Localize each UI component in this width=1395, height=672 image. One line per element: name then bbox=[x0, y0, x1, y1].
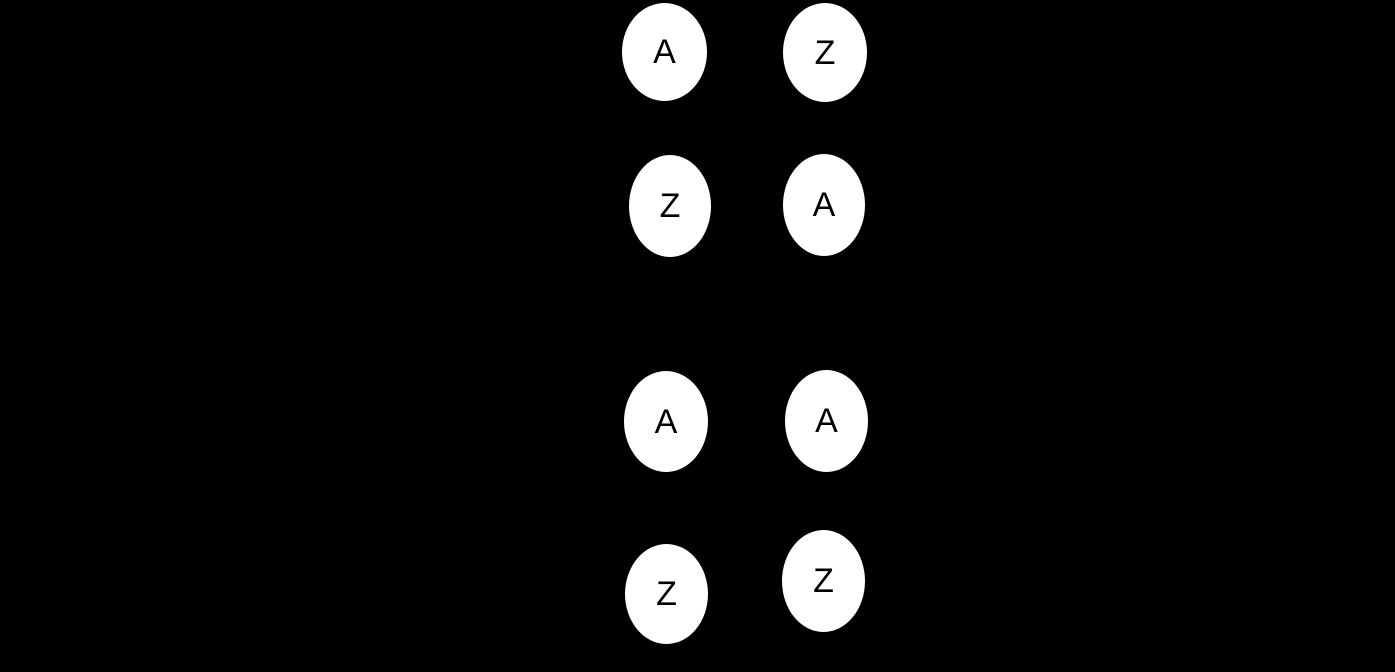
gamete-node-row4-right: Z bbox=[782, 530, 865, 632]
gamete-label: Z bbox=[814, 33, 836, 72]
gamete-node-row2-right: A bbox=[783, 154, 865, 256]
gamete-label: Z bbox=[659, 187, 681, 225]
gamete-label: A bbox=[653, 33, 676, 71]
gamete-node-row1-left: A bbox=[622, 3, 707, 101]
gamete-node-row3-left: A bbox=[624, 371, 708, 472]
gamete-label: A bbox=[812, 186, 836, 224]
gamete-node-row4-left: Z bbox=[625, 544, 708, 644]
gamete-label: A bbox=[654, 402, 678, 441]
gamete-label: A bbox=[815, 402, 838, 440]
gamete-label: Z bbox=[656, 575, 677, 613]
gamete-node-row1-right: Z bbox=[783, 3, 867, 102]
gamete-label: Z bbox=[813, 562, 834, 600]
gamete-node-row3-right: A bbox=[785, 370, 868, 472]
gamete-node-row2-left: Z bbox=[629, 155, 711, 257]
